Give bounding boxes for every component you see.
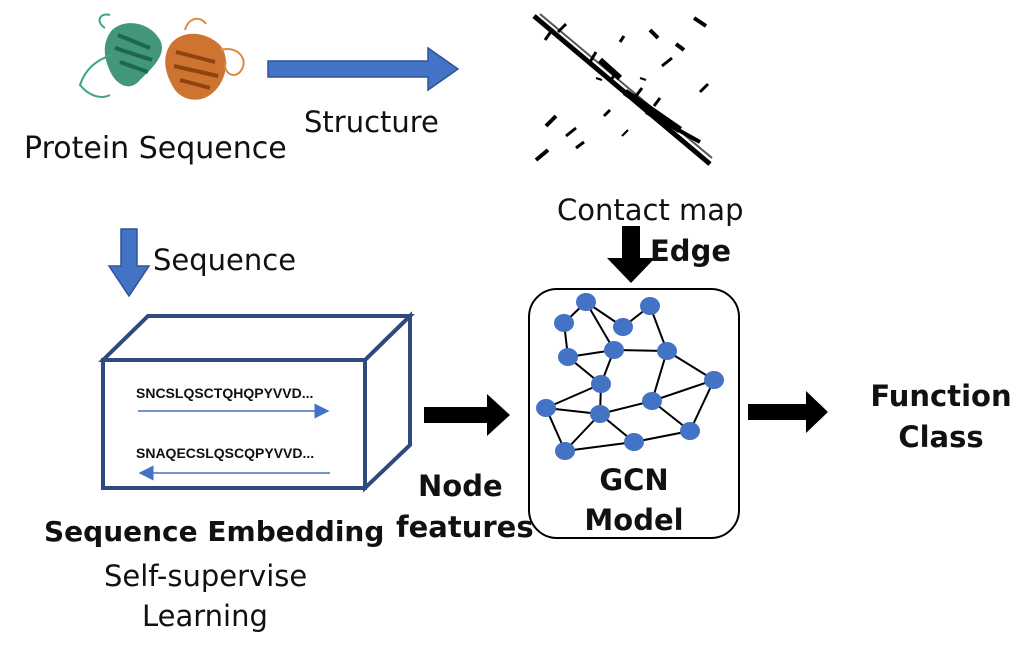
structure-arrow <box>267 46 460 92</box>
graph-node <box>576 293 596 311</box>
contact-map-label: Contact map <box>557 193 743 227</box>
gcn-label: GCN <box>599 463 668 497</box>
model-label: Model <box>584 503 683 537</box>
graph-node <box>704 371 724 389</box>
graph-node <box>642 392 662 410</box>
edge-label: Edge <box>650 234 731 268</box>
self-supervise-label: Self-supervise <box>104 559 307 593</box>
gcn-graph-nodes <box>536 293 724 460</box>
function-label: Function <box>870 379 1011 413</box>
contact-map-image <box>532 13 713 166</box>
graph-node <box>604 341 624 359</box>
graph-node <box>613 318 633 336</box>
sequence-arrow <box>107 228 151 298</box>
graph-node <box>640 297 660 315</box>
sequence-embedding-label: Sequence Embedding <box>44 515 384 548</box>
graph-node <box>590 405 610 423</box>
graph-node <box>680 422 700 440</box>
sequence-label: Sequence <box>153 243 296 277</box>
graph-node <box>657 342 677 360</box>
gcn-model-box <box>528 288 740 539</box>
graph-node <box>624 433 644 451</box>
protein-sequence-label: Protein Sequence <box>24 131 287 166</box>
structure-label: Structure <box>304 105 439 139</box>
sequence-reverse-text: SNAQECSLQSCQPYVVD... <box>136 445 314 461</box>
node-features-arrow <box>424 394 510 436</box>
graph-node <box>554 314 574 332</box>
graph-node <box>555 442 575 460</box>
graph-node <box>536 399 556 417</box>
graph-node <box>591 375 611 393</box>
learning-label: Learning <box>142 599 268 633</box>
sequence-forward-text: SNCSLQSCTQHQPYVVD... <box>136 385 313 401</box>
features-label: features <box>396 510 534 544</box>
class-label: Class <box>898 420 983 454</box>
output-arrow <box>748 391 828 433</box>
protein-structure-icon <box>78 13 245 100</box>
edge-arrow <box>607 226 655 283</box>
node-label: Node <box>418 469 503 503</box>
sequence-embedding-box <box>98 311 415 493</box>
graph-node <box>558 348 578 366</box>
